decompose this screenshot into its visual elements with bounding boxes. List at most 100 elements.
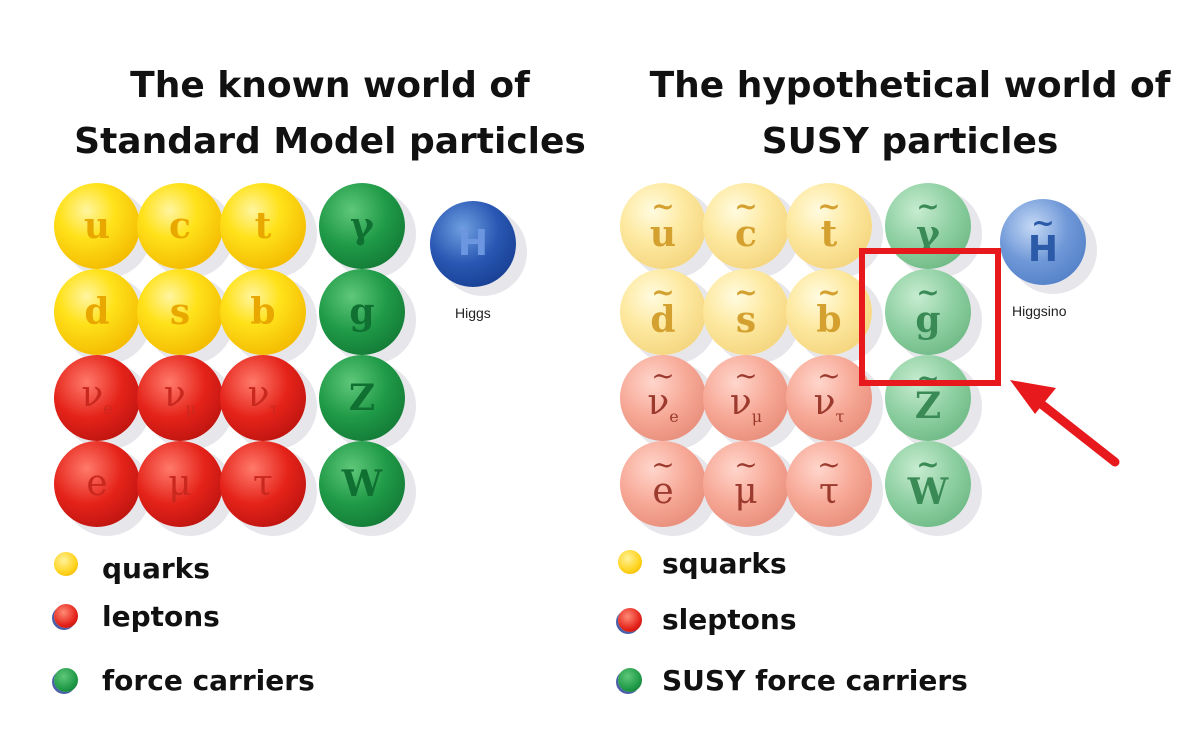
particle-symbol-main: μ: [734, 471, 758, 512]
particle-symbol: s: [736, 302, 756, 338]
sparticle-ball: ~t: [786, 183, 872, 269]
particle-symbol: e: [652, 474, 673, 510]
higgsino-label: Higgsino: [1012, 303, 1067, 319]
sparticle-ball: ~γ: [885, 183, 971, 269]
particle-symbol: νμ: [730, 385, 762, 427]
particle-symbol-main: c: [169, 205, 191, 247]
particle-ball: e: [54, 441, 140, 527]
particle-symbol: u: [650, 216, 676, 252]
sparticle-ball: ~c: [703, 183, 789, 269]
higgsino-tilde: ~: [1031, 206, 1055, 239]
particle-symbol: c: [169, 208, 191, 244]
particle-symbol: b: [816, 302, 841, 338]
sparticle-ball: ~ντ: [786, 355, 872, 441]
tilde-mark: ~: [734, 190, 758, 223]
sleptons-legend-dot: [618, 608, 642, 632]
particle-symbol-main: e: [652, 471, 674, 512]
particle-symbol-main: b: [250, 291, 276, 333]
tilde-mark: ~: [734, 276, 758, 309]
quarks-legend-dot: [54, 552, 78, 576]
particle-symbol: νe: [647, 385, 678, 427]
particle-symbol: ντ: [814, 385, 845, 427]
particle-symbol: γ: [916, 216, 940, 252]
particle-ball: u: [54, 183, 140, 269]
sparticle-ball: ~b: [786, 269, 872, 355]
particle-ball: d: [54, 269, 140, 355]
particle-ball: μ: [137, 441, 223, 527]
higgsino-ball: ~ H: [1000, 199, 1086, 285]
particle-symbol-main: g: [915, 299, 941, 341]
tilde-mark: ~: [817, 276, 841, 309]
particle-ball: Z: [319, 355, 405, 441]
higgs-symbol: H: [457, 223, 489, 264]
particle-symbol-main: Z: [348, 377, 376, 419]
particle-symbol-main: d: [650, 299, 676, 341]
tilde-mark: ~: [916, 276, 940, 309]
legend-susy-force-carriers: SUSY force carriers: [662, 664, 968, 697]
right-title: The hypothetical world of SUSY particles: [630, 58, 1190, 170]
particle-symbol-main: γ: [916, 213, 940, 255]
particle-symbol-main: ν: [163, 374, 186, 415]
particle-ball: b: [220, 269, 306, 355]
higgs-label: Higgs: [455, 305, 491, 321]
particle-symbol: μ: [734, 474, 757, 510]
particle-symbol: g: [915, 302, 940, 338]
tilde-mark: ~: [651, 190, 675, 223]
particle-ball: g: [319, 269, 405, 355]
particle-symbol: u: [84, 208, 110, 244]
susy-force-carriers-legend-dot: [618, 668, 642, 692]
sparticle-ball: ~s: [703, 269, 789, 355]
sparticle-ball: ~τ: [786, 441, 872, 527]
particle-symbol-main: W: [341, 463, 383, 505]
particle-symbol: W: [908, 474, 948, 510]
particle-symbol: ντ: [248, 377, 279, 419]
particle-symbol-main: Z: [914, 385, 942, 427]
particle-ball: τ: [220, 441, 306, 527]
particle-symbol: d: [84, 294, 109, 330]
particle-symbol: e: [86, 466, 107, 502]
particle-symbol: t: [255, 208, 272, 244]
particle-ball: νe: [54, 355, 140, 441]
particle-symbol: W: [342, 466, 382, 502]
particle-symbol: νμ: [164, 377, 196, 419]
left-title: The known world of Standard Model partic…: [50, 58, 610, 170]
particle-ball: νμ: [137, 355, 223, 441]
particle-symbol-main: u: [649, 213, 677, 255]
particle-symbol-main: ν: [813, 382, 836, 423]
particle-symbol-main: γ: [350, 205, 374, 247]
particle-ball: γ: [319, 183, 405, 269]
higgs-ball: H: [430, 201, 516, 287]
particle-subscript: e: [103, 399, 113, 418]
sparticle-ball: ~e: [620, 441, 706, 527]
particle-subscript: τ: [835, 407, 845, 426]
right-title-line2: SUSY particles: [761, 121, 1059, 162]
sparticle-ball: ~g: [885, 269, 971, 355]
particle-symbol: s: [170, 294, 190, 330]
particle-symbol-main: t: [254, 205, 272, 247]
particle-ball: W: [319, 441, 405, 527]
right-title-line1: The hypothetical world of: [649, 65, 1171, 106]
particle-symbol-main: ν: [81, 374, 104, 415]
squarks-legend-dot: [618, 550, 642, 574]
particle-symbol-main: c: [735, 213, 757, 255]
tilde-mark: ~: [817, 359, 841, 392]
higgsino-symbol: H: [1027, 229, 1059, 270]
particle-symbol: d: [650, 302, 675, 338]
legend-leptons: leptons: [102, 600, 220, 633]
particle-symbol-main: t: [820, 213, 838, 255]
particle-symbol-main: ν: [647, 382, 670, 423]
particle-symbol: Z: [915, 388, 941, 424]
legend-squarks: squarks: [662, 547, 787, 580]
force-carriers-legend-dot: [54, 668, 78, 692]
particle-symbol-main: e: [86, 463, 108, 504]
tilde-mark: ~: [916, 448, 940, 481]
particle-subscript: e: [669, 407, 679, 426]
particle-subscript: μ: [751, 407, 763, 426]
particle-symbol: Z: [349, 380, 375, 416]
particle-ball: ντ: [220, 355, 306, 441]
particle-symbol: τ: [253, 466, 273, 502]
sparticle-ball: ~d: [620, 269, 706, 355]
particle-subscript: τ: [269, 399, 279, 418]
particle-symbol: μ: [168, 466, 191, 502]
tilde-mark: ~: [734, 359, 758, 392]
